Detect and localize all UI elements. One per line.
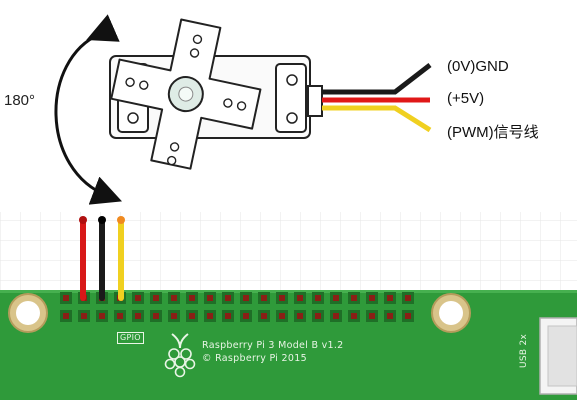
gpio-pin xyxy=(243,295,249,301)
gpio-pin xyxy=(369,313,375,319)
servo-mount-tab-right xyxy=(275,63,307,133)
gpio-pin xyxy=(225,313,231,319)
gpio-pin xyxy=(153,313,159,319)
gpio-pin xyxy=(81,313,87,319)
servo-illustration xyxy=(54,14,432,205)
gpio-pin xyxy=(351,295,357,301)
gpio-pin xyxy=(369,295,375,301)
board-model-text: Raspberry Pi 3 Model B v1.2 xyxy=(202,340,344,351)
gpio-pin xyxy=(315,313,321,319)
gpio-pin xyxy=(261,295,267,301)
gpio-pin xyxy=(297,295,303,301)
gpio-pin xyxy=(225,295,231,301)
gpio-pin xyxy=(333,313,339,319)
wire-gnd-label: (0V)GND xyxy=(447,58,509,75)
gpio-label: GPIO xyxy=(117,332,144,344)
gpio-pin xyxy=(387,313,393,319)
grid-background xyxy=(0,212,577,302)
gpio-pin xyxy=(387,295,393,301)
gpio-pin xyxy=(135,313,141,319)
gpio-pin xyxy=(207,295,213,301)
gpio-pin xyxy=(135,295,141,301)
usb-port-label: USB 2x xyxy=(519,333,529,368)
rotation-arrow xyxy=(54,14,123,205)
pcb xyxy=(0,290,577,400)
gpio-pin xyxy=(279,295,285,301)
gpio-pin xyxy=(189,313,195,319)
gpio-pin xyxy=(117,313,123,319)
gpio-pin xyxy=(279,313,285,319)
gpio-pin xyxy=(315,295,321,301)
gpio-pin xyxy=(207,313,213,319)
raspberry-pi-board xyxy=(0,290,577,400)
wire-pwm-label: (PWM)信号线 xyxy=(447,124,539,141)
servo-horn xyxy=(110,18,262,170)
gpio-pin xyxy=(405,295,411,301)
rotation-angle-label: 180° xyxy=(4,92,36,109)
gpio-pin xyxy=(297,313,303,319)
raspberry-pi-logo xyxy=(164,333,196,378)
wire-gnd xyxy=(322,63,432,95)
gpio-pin xyxy=(171,313,177,319)
gpio-header xyxy=(60,292,414,322)
gpio-pin xyxy=(243,313,249,319)
board-copyright-text: © Raspberry Pi 2015 xyxy=(202,353,307,364)
gpio-pin xyxy=(63,295,69,301)
gpio-pin xyxy=(63,313,69,319)
jumper-wires xyxy=(79,216,125,301)
gpio-pin xyxy=(189,295,195,301)
gpio-pin xyxy=(333,295,339,301)
servo-cable-gland xyxy=(307,85,323,117)
servo-wires xyxy=(322,63,432,133)
gpio-pin xyxy=(99,313,105,319)
gpio-pin xyxy=(351,313,357,319)
gpio-pin xyxy=(405,313,411,319)
wire-5v-label: (+5V) xyxy=(447,90,485,107)
gpio-pin xyxy=(171,295,177,301)
wire-pwm xyxy=(322,105,432,133)
gpio-pin xyxy=(153,295,159,301)
gpio-pin xyxy=(261,313,267,319)
